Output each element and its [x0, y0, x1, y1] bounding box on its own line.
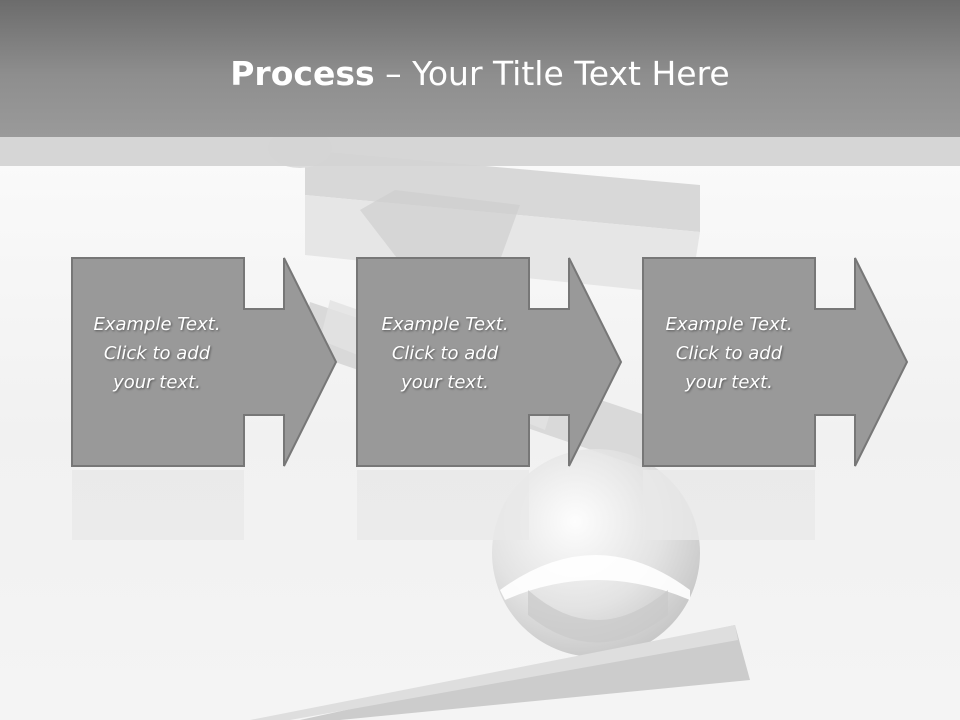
process-step-2-text[interactable]: Example Text. Click to add your text. [360, 310, 530, 397]
header-band [0, 137, 960, 166]
process-step-1-text[interactable]: Example Text. Click to add your text. [72, 310, 242, 397]
step-3-line-2: Click to add [675, 343, 783, 364]
process-step-3-text[interactable]: Example Text. Click to add your text. [644, 310, 814, 397]
process-step-2-shape[interactable] [355, 256, 625, 468]
process-step-1-shape[interactable] [70, 256, 340, 468]
step-1-line-2: Click to add [103, 343, 211, 364]
process-step-3-shape[interactable] [641, 256, 911, 468]
step-2-line-2: Click to add [391, 343, 499, 364]
step-1-line-3: your text. [113, 372, 201, 393]
step-1-line-1: Example Text. [93, 314, 221, 335]
title-bold: Process [230, 54, 375, 93]
step-2-line-3: your text. [401, 372, 489, 393]
step-3-line-3: your text. [685, 372, 773, 393]
step-3-line-1: Example Text. [665, 314, 793, 335]
header-bar: Process – Your Title Text Here [0, 0, 960, 137]
page-title[interactable]: Process – Your Title Text Here [0, 52, 960, 96]
step-2-line-1: Example Text. [381, 314, 509, 335]
title-rest: – Your Title Text Here [374, 54, 730, 93]
